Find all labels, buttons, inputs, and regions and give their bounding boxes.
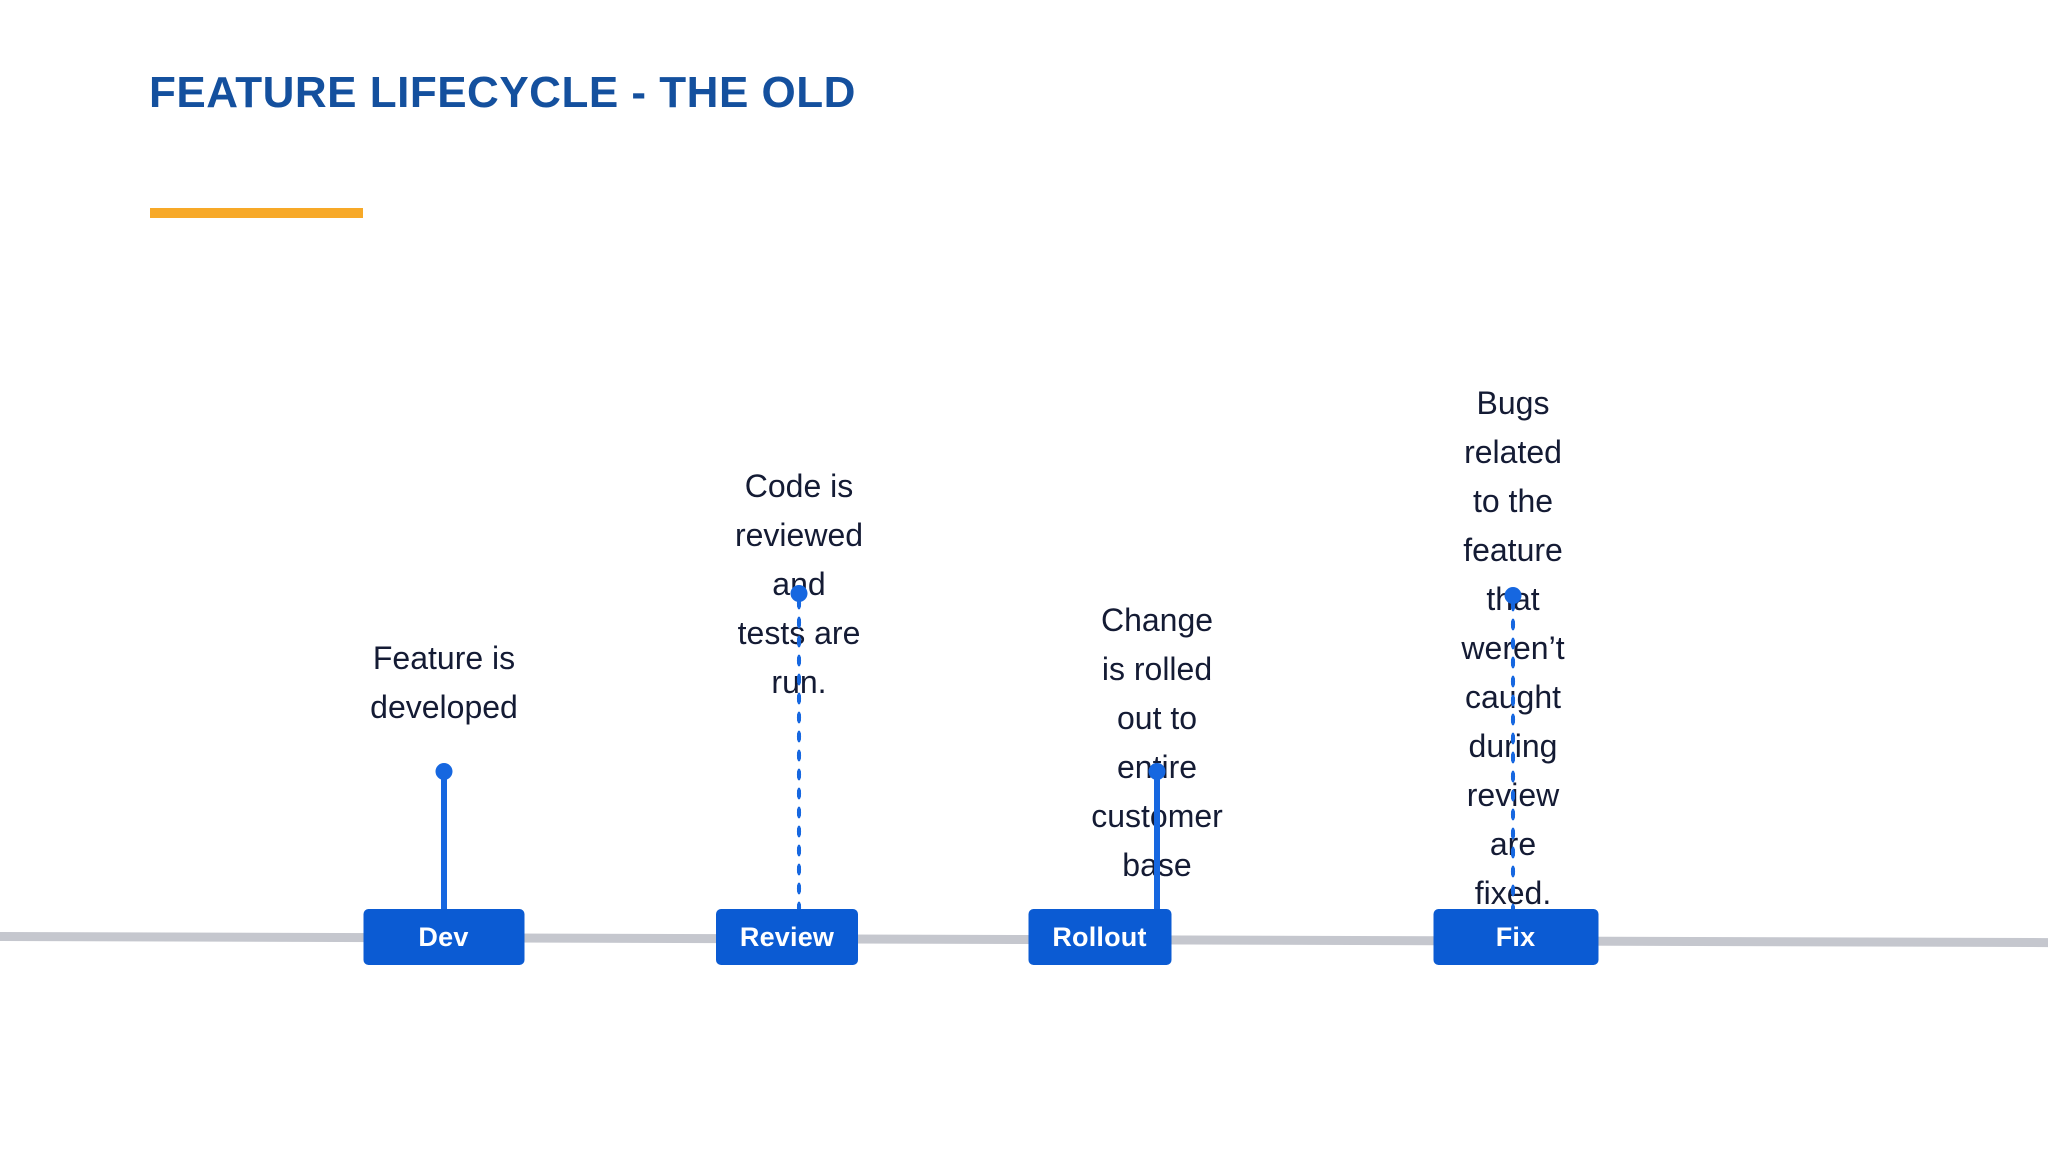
milestone-caption-review: Code is reviewed and tests are run. xyxy=(734,468,864,700)
title-accent-rule xyxy=(150,208,363,218)
milestone-dot-dev xyxy=(435,763,453,780)
milestone-dot-fix xyxy=(1504,587,1522,604)
milestone-node-dev[interactable]: Dev xyxy=(363,909,524,965)
milestone-connector-dev xyxy=(441,771,447,909)
milestone-caption-dev: Feature is developed xyxy=(370,640,518,725)
milestone-connector-fix xyxy=(1509,595,1517,909)
milestone-connector-rollout xyxy=(1154,771,1160,909)
milestone-node-rollout[interactable]: Rollout xyxy=(1028,909,1171,965)
milestone-dot-rollout xyxy=(1148,763,1166,780)
milestone-node-review[interactable]: Review xyxy=(716,909,858,965)
milestone-connector-review xyxy=(795,593,803,909)
milestone-node-fix[interactable]: Fix xyxy=(1433,909,1598,965)
page-title: FEATURE LIFECYCLE - THE OLD xyxy=(149,68,856,117)
timeline-axis xyxy=(0,932,2048,948)
milestone-dot-review xyxy=(790,585,808,602)
